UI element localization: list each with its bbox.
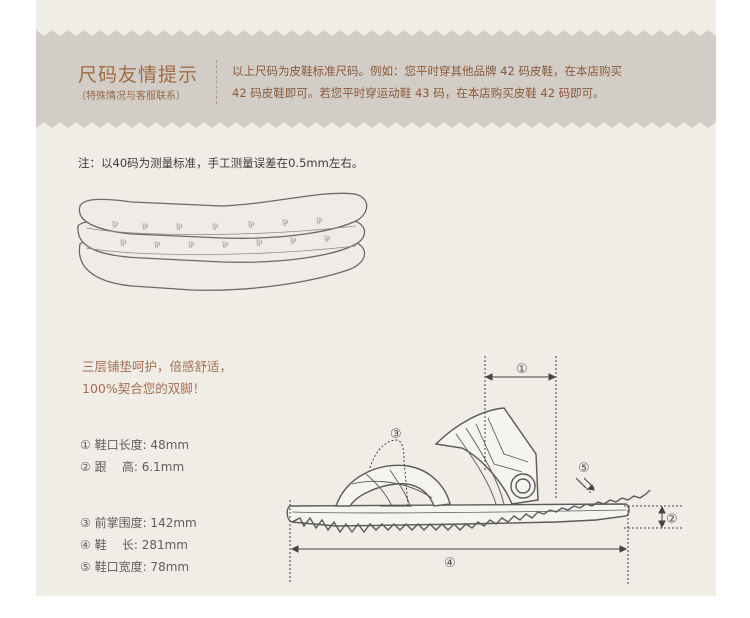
svg-text:⅌: ⅌ — [154, 241, 160, 251]
spec-list-group-1: ① 鞋口长度: 48mm ② 跟 高: 6.1mm — [80, 434, 189, 478]
size-tip-line-1: 以上尺码为皮鞋标准尺码。例如：您平时穿其他品牌 42 码皮鞋，在本店购买 — [232, 64, 622, 78]
sandal-dimension-drawing: ① ② ③ ④ ⑤ — [286, 356, 684, 584]
sandal-outline — [286, 407, 651, 534]
measure-shoe-length — [289, 500, 629, 584]
insole-layers-illustration: ⅌⅌⅌ ⅌⅌⅌ ⅌ ⅌⅌⅌ ⅌⅌⅌ ⅌ — [77, 192, 368, 291]
spec-opening-width: ⑤ 鞋口宽度: 78mm — [80, 560, 190, 574]
size-tip-subtitle: （特殊情况与客服联系） — [76, 91, 186, 102]
spec-heel-height: ② 跟 高: 6.1mm — [80, 460, 185, 474]
spec-shoe-length: ④ 鞋 长: 281mm — [80, 538, 188, 552]
svg-text:⅌: ⅌ — [290, 237, 296, 247]
measure-opening-width — [575, 477, 595, 495]
svg-text:⅌: ⅌ — [112, 221, 118, 231]
marker-3: ③ — [390, 427, 402, 442]
size-tip-text: 以上尺码为皮鞋标准尺码。例如：您平时穿其他品牌 42 码皮鞋，在本店购买 42 … — [232, 60, 702, 104]
insole-arrow-marks: ⅌⅌⅌ ⅌⅌⅌ ⅌ ⅌⅌⅌ ⅌⅌⅌ ⅌ — [112, 217, 330, 251]
size-tip-line-2: 42 码皮鞋即可。若您平时穿运动鞋 43 码，在本店购买皮鞋 42 码即可。 — [232, 86, 605, 100]
size-guide-panel: 尺码友情提示 （特殊情况与客服联系） 以上尺码为皮鞋标准尺码。例如：您平时穿其他… — [36, 0, 716, 596]
slogan-line-1: 三层铺垫呵护，倍感舒适， — [82, 359, 233, 374]
measure-forefoot-girth — [369, 439, 412, 507]
svg-text:⅌: ⅌ — [256, 239, 262, 249]
measurement-note: 注：以40码为测量标准，手工测量误差在0.5mm左右。 — [78, 156, 364, 170]
svg-text:⅌: ⅌ — [316, 217, 322, 227]
svg-text:⅌: ⅌ — [120, 239, 126, 249]
svg-text:⅌: ⅌ — [176, 223, 182, 233]
sandal-sole-tread — [291, 489, 651, 534]
insole-top-layer — [78, 192, 368, 239]
size-tip-band: 尺码友情提示 （特殊情况与客服联系） 以上尺码为皮鞋标准尺码。例如：您平时穿其他… — [36, 30, 716, 128]
spec-forefoot-girth: ③ 前掌围度: 142mm — [80, 516, 197, 530]
spec-opening-length: ① 鞋口长度: 48mm — [80, 438, 190, 452]
marker-4: ④ — [444, 556, 456, 571]
svg-text:⅌: ⅌ — [282, 219, 288, 229]
measure-heel-height — [624, 505, 684, 529]
tip-divider — [216, 60, 217, 104]
sandal-front-strap — [335, 464, 451, 507]
size-tip-title: 尺码友情提示 — [78, 64, 199, 86]
svg-text:⅌: ⅌ — [248, 221, 254, 231]
svg-text:⅌: ⅌ — [324, 235, 330, 245]
svg-text:⅌: ⅌ — [212, 223, 218, 233]
marker-5: ⑤ — [578, 461, 590, 476]
comfort-slogan: 三层铺垫呵护，倍感舒适， 100%契合您的双脚！ — [82, 356, 232, 400]
zigzag-band-shape — [36, 30, 716, 128]
measure-opening-length — [484, 356, 557, 500]
svg-text:⅌: ⅌ — [142, 223, 148, 233]
spec-list-group-2: ③ 前掌围度: 142mm ④ 鞋 长: 281mm ⑤ 鞋口宽度: 78mm — [80, 512, 197, 578]
sandal-buckle — [510, 473, 536, 499]
slogan-line-2: 100%契合您的双脚！ — [82, 381, 206, 396]
svg-text:⅌: ⅌ — [222, 241, 228, 251]
svg-text:⅌: ⅌ — [188, 241, 194, 251]
marker-1: ① — [516, 362, 528, 377]
marker-2: ② — [666, 512, 678, 527]
